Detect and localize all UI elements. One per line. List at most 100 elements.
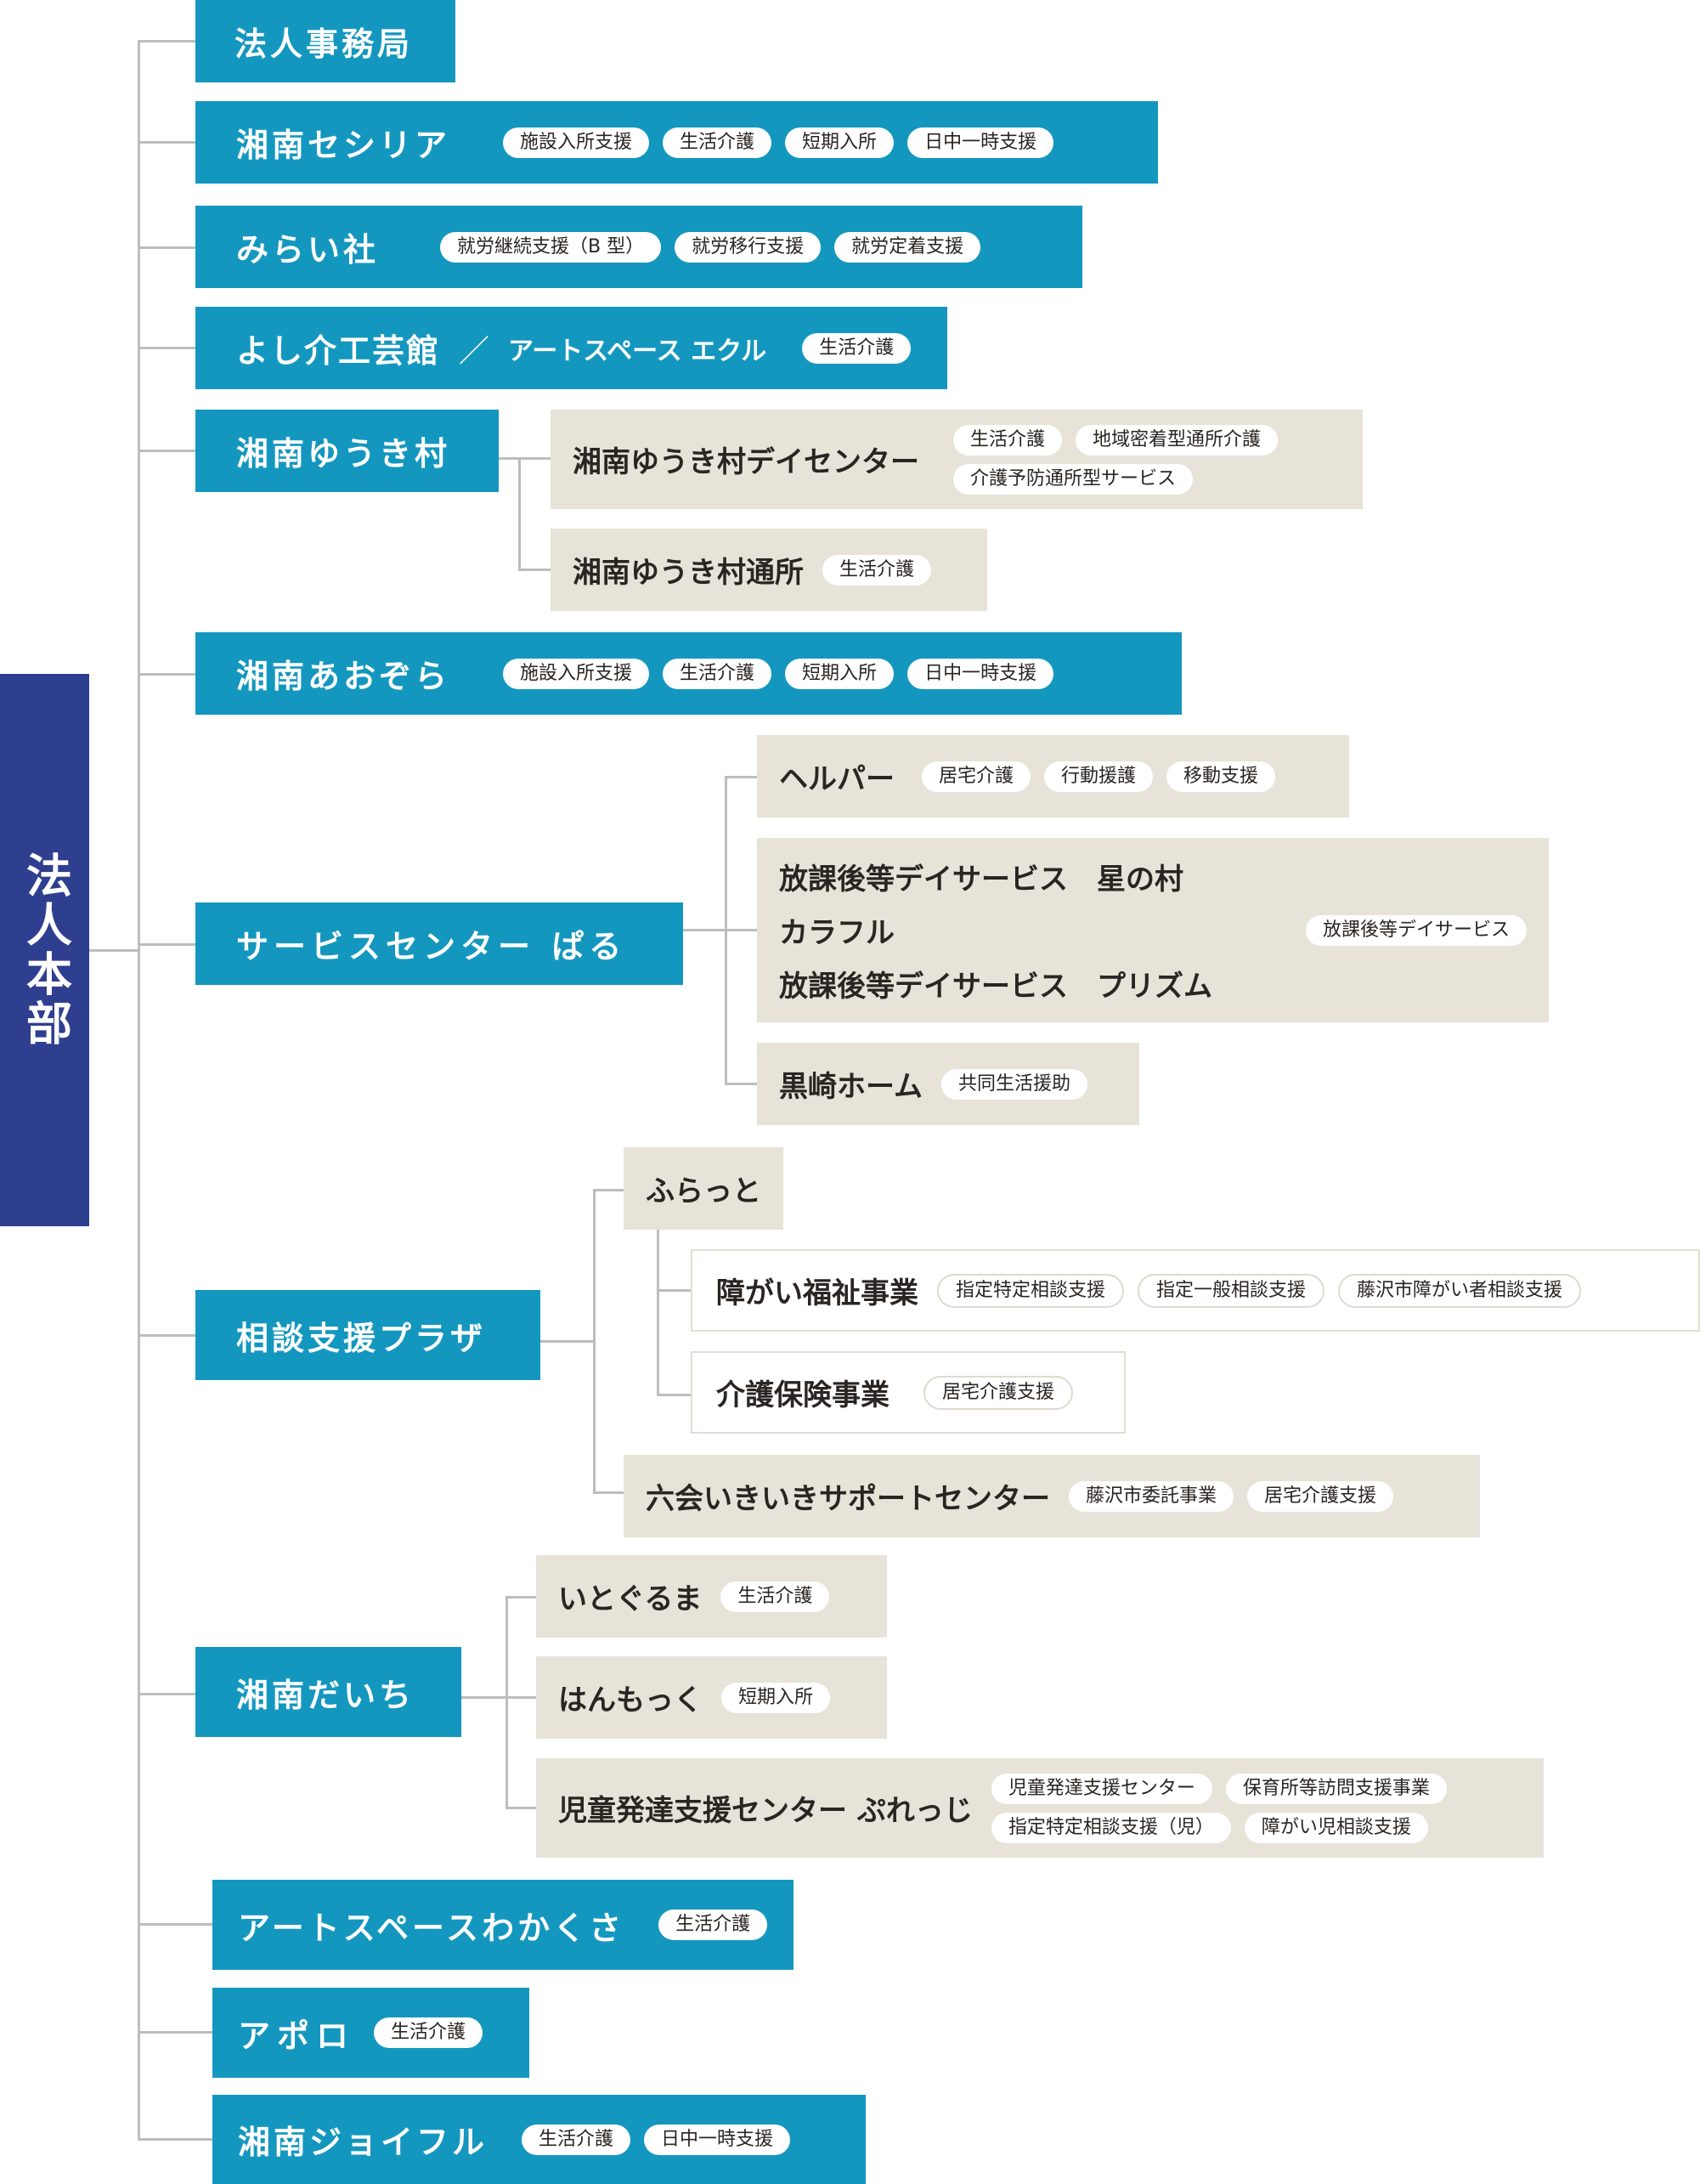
service-tag: 移動支援 [1166, 761, 1276, 792]
facility-itoguruma: いとぐるま 生活介護 [536, 1555, 887, 1638]
dept-apollo: アポロ 生活介護 [212, 1988, 529, 2078]
yukimura-connector [497, 457, 551, 460]
program-name: 介護保険事業 [716, 1378, 890, 1412]
service-tag: 生活介護 [374, 2017, 483, 2048]
branch-connector [138, 943, 195, 946]
tag-list: 藤沢市委託事業 居宅介護支援 [1069, 1480, 1394, 1512]
facility-helper: ヘルパー 居宅介護 行動援護 移動支援 [757, 735, 1349, 818]
service-tag: 施設入所支援 [503, 127, 650, 158]
branch-connector [138, 1693, 195, 1695]
service-tag: 児童発達支援センター [991, 1773, 1212, 1804]
dept-name: 相談支援プラザ [236, 1319, 487, 1357]
service-tag: 指定特定相談支援 [937, 1273, 1125, 1308]
branch-connector [138, 347, 195, 349]
facility-yukimura-tsusho: 湘南ゆうき村通所 生活介護 [551, 529, 987, 611]
service-tag: 生活介護 [663, 127, 772, 158]
facility-pledge: 児童発達支援センター ぷれっじ 児童発達支援センター 保育所等訪問支援事業 指定… [536, 1758, 1544, 1858]
service-tag: 施設入所支援 [503, 658, 650, 689]
branch-connector [138, 40, 195, 42]
dept-name: 湘南あおぞら [236, 658, 451, 695]
branch-connector [138, 246, 195, 249]
tag-list: 生活介護 [374, 2017, 483, 2048]
branch-connector [138, 2138, 212, 2141]
dept-miraisha: みらい社 就労継続支援（B 型） 就労移行支援 就労定着支援 [195, 206, 1082, 288]
yukimura-connector [518, 457, 521, 570]
daiichi-connector [505, 1596, 508, 1808]
program-disability-welfare: 障がい福祉事業 指定特定相談支援 指定一般相談支援 藤沢市障がい者相談支援 [691, 1249, 1700, 1332]
service-tag: 就労移行支援 [675, 231, 822, 263]
branch-connector [138, 1334, 195, 1337]
facility-after-school-day-service: 放課後等デイサービス 星の村 カラフル 放課後等デイサービス プリズム 放課後等… [757, 838, 1549, 1022]
tag-list: 居宅介護 行動援護 移動支援 [922, 761, 1276, 792]
daiichi-connector [460, 1696, 507, 1699]
service-tag: 藤沢市委託事業 [1069, 1480, 1234, 1512]
root-connector [89, 949, 139, 952]
tag-list: 生活介護 [658, 1910, 768, 1940]
furatto-connector [657, 1289, 691, 1292]
service-tag: 生活介護 [953, 424, 1063, 455]
service-tag: 日中一時支援 [644, 2124, 791, 2155]
daiichi-connector [505, 1696, 536, 1699]
main-trunk-line [138, 40, 140, 2140]
plaza-connector [539, 1340, 595, 1343]
dept-yukimura: 湘南ゆうき村 [195, 410, 499, 492]
facility-name: いとぐるま [558, 1582, 703, 1616]
service-tag: 介護予防通所型サービス [953, 463, 1194, 495]
facility-name: ヘルパー [779, 762, 895, 796]
facility-kurosaki-home: 黒崎ホーム 共同生活援助 [757, 1043, 1139, 1125]
service-tag: 藤沢市障がい者相談支援 [1338, 1273, 1582, 1308]
service-tag: 日中一時支援 [907, 127, 1054, 158]
facility-name-line: 放課後等デイサービス 星の村 [779, 863, 1183, 897]
dept-daiichi: 湘南だいち [195, 1647, 461, 1737]
furatto-connector [657, 1394, 691, 1396]
facility-name: 黒崎ホーム [779, 1070, 923, 1104]
dept-name: 法人事務局 [234, 25, 414, 63]
facility-name: 湘南ゆうき村デイセンター [573, 445, 919, 479]
daiichi-connector [505, 1596, 536, 1598]
facility-mutsuai-support-center: 六会いきいきサポートセンター 藤沢市委託事業 居宅介護支援 [624, 1455, 1480, 1537]
facility-name: 六会いきいきサポートセンター [646, 1482, 1050, 1516]
service-tag: 短期入所 [721, 1682, 831, 1713]
dept-name: 湘南ゆうき村 [236, 435, 451, 472]
service-tag: 共同生活援助 [940, 1068, 1087, 1100]
dept-name: サービスセンター ぱる [236, 928, 627, 965]
facility-name-lines: 放課後等デイサービス 星の村 カラフル 放課後等デイサービス プリズム [779, 856, 1212, 1004]
facility-hammock: はんもっく 短期入所 [536, 1656, 887, 1739]
service-tag: 就労継続支援（B 型） [440, 231, 662, 263]
furatto-connector [657, 1228, 659, 1395]
service-tag: 生活介護 [822, 554, 932, 586]
dept-name: 湘南だいち [236, 1676, 415, 1714]
dept-name: みらい社 [236, 231, 380, 269]
paru-connector [725, 776, 757, 778]
paru-connector [682, 929, 726, 931]
dept-wakakusa: アートスペースわかくさ 生活介護 [212, 1880, 794, 1970]
tag-list: 生活介護 地域密着型通所介護 介護予防通所型サービス [953, 424, 1279, 495]
dept-subname: アートスペース エクル [508, 336, 767, 366]
facility-name: 湘南ゆうき村通所 [573, 556, 804, 590]
tag-list: 短期入所 [721, 1682, 831, 1713]
service-tag: 放課後等デイサービス [1305, 914, 1527, 946]
root-label: 法人本部 [18, 852, 72, 1049]
tag-list: 生活介護 [720, 1581, 830, 1612]
facility-name: 児童発達支援センター ぷれっじ [558, 1794, 973, 1828]
service-tag: 生活介護 [802, 332, 912, 364]
plaza-connector [593, 1491, 624, 1494]
paru-connector [725, 1083, 757, 1085]
facility-name-line: カラフル [779, 916, 895, 950]
yukimura-connector [518, 569, 551, 571]
tag-list: 放課後等デイサービス [1305, 914, 1527, 946]
tag-list: 施設入所支援 生活介護 短期入所 日中一時支援 [503, 658, 1054, 689]
service-tag: 生活介護 [658, 1910, 768, 1940]
tag-list: 生活介護 [802, 332, 912, 364]
branch-connector [138, 1923, 212, 1926]
dept-cecilia: 湘南セシリア 施設入所支援 生活介護 短期入所 日中一時支援 [195, 101, 1158, 184]
facility-yukimura-day-center: 湘南ゆうき村デイセンター 生活介護 地域密着型通所介護 介護予防通所型サービス [551, 410, 1363, 509]
service-tag: 指定一般相談支援 [1138, 1273, 1325, 1308]
branch-connector [138, 673, 195, 676]
tag-list: 共同生活援助 [940, 1068, 1087, 1100]
service-tag: 生活介護 [522, 2124, 631, 2155]
service-tag: 居宅介護支援 [923, 1375, 1074, 1410]
branch-connector [138, 141, 195, 144]
plaza-connector [593, 1189, 624, 1191]
program-long-term-care: 介護保険事業 居宅介護支援 [691, 1351, 1126, 1434]
